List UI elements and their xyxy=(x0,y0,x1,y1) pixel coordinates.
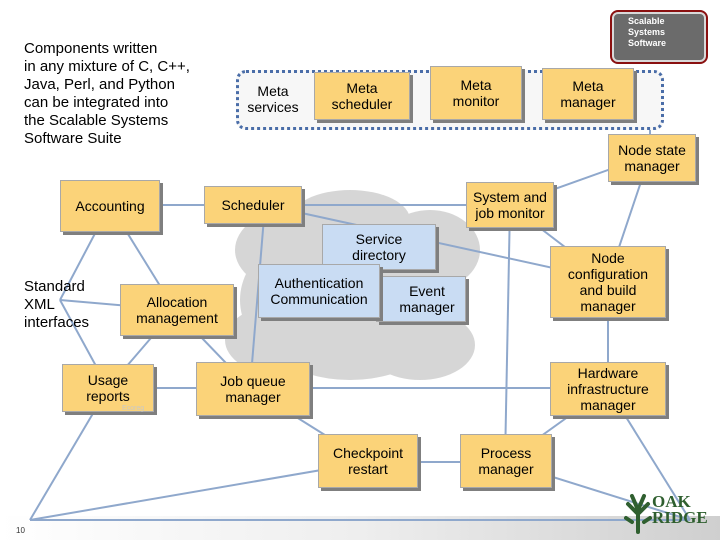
node-state-manager-box: Node state manager xyxy=(608,134,696,182)
node-configuration-box: Node configuration and build manager xyxy=(550,246,666,318)
meta-monitor-box: Meta monitor xyxy=(430,66,522,120)
usage-reports-box: Usage reports xyxy=(62,364,154,412)
allocation-management-box: Allocation management xyxy=(120,284,234,336)
scheduler-box: Scheduler xyxy=(204,186,302,224)
meta-manager-box: Meta manager xyxy=(542,68,634,120)
ornl-logo-text: OAK RIDGE xyxy=(652,492,708,527)
meta-scheduler-box: Meta scheduler xyxy=(314,72,410,120)
logo-text: Scalable Systems Software xyxy=(628,16,667,48)
meta-services-box: Meta services xyxy=(247,83,299,115)
standard-xml-interfaces-label: Standard XML interfaces xyxy=(24,278,90,331)
authentication-communication-box: Authentication Communication xyxy=(258,264,380,318)
job-queue-manager-box: Job queue manager xyxy=(196,362,310,416)
event-manager-box: Event manager xyxy=(376,276,466,322)
system-job-monitor-box: System and job monitor xyxy=(466,182,554,228)
ornl-tree-logo xyxy=(624,494,652,534)
tiny-label: Ecoreg xyxy=(122,405,145,412)
service-directory-box: Service directory xyxy=(322,224,436,270)
hardware-infrastructure-box: Hardware infrastructure manager xyxy=(550,362,666,416)
process-manager-box: Process manager xyxy=(460,434,552,488)
scalable-systems-logo xyxy=(612,12,706,62)
accounting-box: Accounting xyxy=(60,180,160,232)
intro-text: Components written in any mixture of C, … xyxy=(24,40,190,147)
slide-number: 10 xyxy=(16,526,25,535)
checkpoint-restart-box: Checkpoint restart xyxy=(318,434,418,488)
